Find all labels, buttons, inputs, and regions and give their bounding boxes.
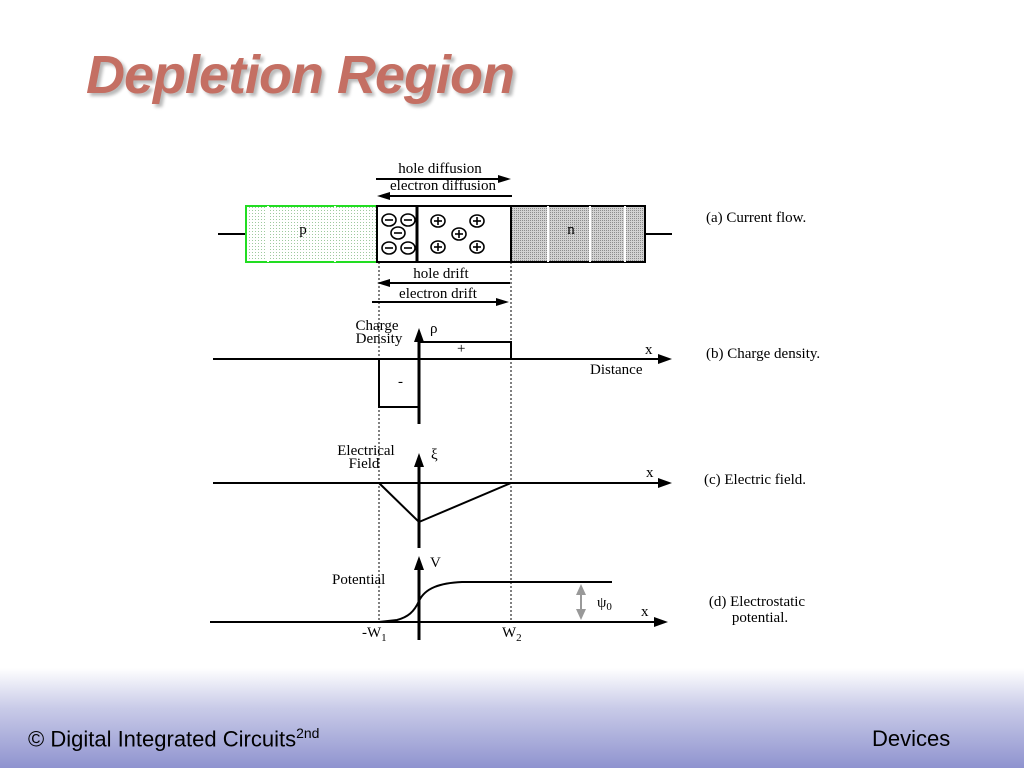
positive-charge-profile bbox=[419, 341, 512, 359]
w2-subscript: 2 bbox=[516, 632, 522, 644]
charge-density-y-arrowhead-icon bbox=[414, 328, 424, 342]
footer-edition-sup: 2nd bbox=[296, 725, 320, 741]
electron-drift-arrowhead-icon bbox=[496, 298, 509, 306]
electric-field-x-label: x bbox=[646, 465, 654, 481]
potential-x-arrowhead-icon bbox=[654, 617, 668, 627]
current-flow-caption: (a) Current flow. bbox=[706, 210, 806, 226]
p-region bbox=[245, 205, 378, 263]
w2-text: W bbox=[502, 625, 517, 641]
psi-subscript: 0 bbox=[606, 601, 612, 613]
electron-diffusion-arrowhead-icon bbox=[377, 192, 390, 200]
electron-drift-label: electron drift bbox=[399, 286, 478, 302]
charge-density-axis-label: Charge bbox=[355, 318, 398, 334]
w1-text: -W bbox=[362, 625, 382, 641]
v-symbol: V bbox=[430, 555, 441, 571]
hole-drift-arrowhead-icon bbox=[377, 279, 390, 287]
potential-curve bbox=[378, 581, 612, 623]
slide-title: Depletion Region bbox=[86, 45, 515, 105]
electric-field-x-arrowhead-icon bbox=[658, 478, 672, 488]
psi-label: ψ0 bbox=[597, 595, 612, 613]
positive-ions bbox=[430, 214, 485, 254]
current-flow-panel: p n bbox=[218, 161, 806, 306]
footer-copyright-text: © Digital Integrated Circuits bbox=[28, 726, 297, 752]
footer-bar: © Digital Integrated Circuits2nd Devices bbox=[0, 668, 1024, 768]
electric-field-profile bbox=[378, 482, 512, 524]
potential-caption: potential. bbox=[732, 610, 788, 626]
positive-charge-sign: + bbox=[457, 341, 465, 357]
depletion-region-diagram: p n bbox=[210, 161, 820, 644]
electric-field-caption: (c) Electric field. bbox=[704, 472, 806, 488]
xi-symbol: ξ bbox=[431, 447, 438, 463]
negative-charge-profile bbox=[378, 359, 419, 408]
w1-subscript: 1 bbox=[381, 632, 387, 644]
potential-axis-label: Potential bbox=[332, 572, 385, 588]
psi-arrow-down-icon bbox=[576, 609, 586, 620]
psi-arrow-up-icon bbox=[576, 584, 586, 595]
electron-diffusion-label: electron diffusion bbox=[390, 178, 496, 194]
footer-copyright: © Digital Integrated Circuits2nd bbox=[28, 725, 319, 752]
w2-label: W2 bbox=[502, 625, 522, 644]
potential-x-label: x bbox=[641, 604, 649, 620]
n-region bbox=[510, 205, 646, 263]
psi-symbol: ψ bbox=[597, 595, 607, 611]
charge-density-panel: Charge Density ρ + - x Distance (b) Char… bbox=[213, 318, 820, 424]
potential-y-arrowhead-icon bbox=[414, 556, 424, 570]
charge-density-x-label: x bbox=[645, 342, 653, 358]
potential-caption: (d) Electrostatic bbox=[709, 594, 806, 610]
footer-section-name: Devices bbox=[872, 726, 951, 751]
electric-field-axis-label: Field bbox=[349, 456, 380, 472]
electric-field-axis-label: Electrical bbox=[337, 443, 394, 459]
electric-field-panel: Electrical Field ξ x (c) Electric field. bbox=[213, 443, 806, 548]
rho-symbol: ρ bbox=[430, 321, 438, 337]
charge-density-x-arrowhead-icon bbox=[658, 354, 672, 364]
hole-drift-label: hole drift bbox=[413, 266, 469, 282]
distance-label: Distance bbox=[590, 362, 643, 378]
charge-density-axis-label: Density bbox=[356, 331, 403, 347]
p-label: p bbox=[299, 222, 307, 238]
hole-diffusion-arrowhead-icon bbox=[498, 175, 511, 183]
potential-panel: Potential V ψ0 x -W1 W2 (d) Electrostati… bbox=[210, 555, 805, 644]
n-label: n bbox=[567, 222, 575, 238]
w1-label: -W1 bbox=[362, 625, 387, 644]
charge-density-caption: (b) Charge density. bbox=[706, 346, 820, 362]
hole-diffusion-label: hole diffusion bbox=[398, 161, 482, 177]
negative-ions bbox=[381, 213, 416, 255]
electric-field-y-arrowhead-icon bbox=[414, 453, 424, 467]
negative-charge-sign: - bbox=[398, 374, 403, 390]
